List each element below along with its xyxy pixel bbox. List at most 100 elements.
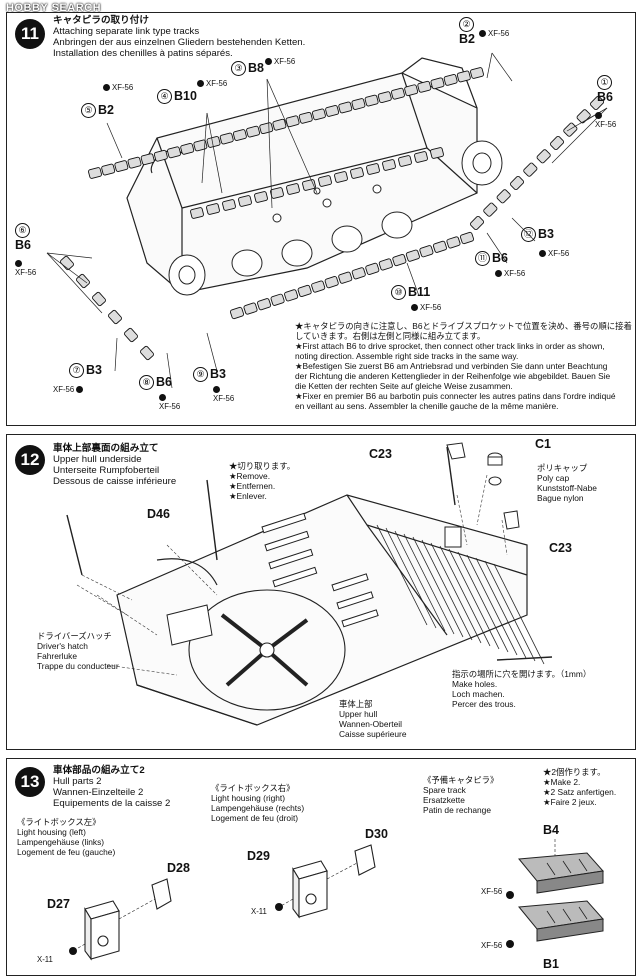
track-link [334,171,348,183]
grille-line [394,530,446,632]
step-13-title: 車体部品の組み立て2 Hull parts 2 Wannen-Einzeltei… [53,765,170,809]
step-11-number: 11 [15,19,45,49]
track-link [325,105,340,117]
track-link [92,291,106,307]
track-link [318,175,332,187]
track-link [443,74,458,86]
grille-line [421,539,473,641]
step-11-paint-12: XF-56 [539,249,569,258]
track-link [469,215,485,231]
track-link [124,327,138,343]
grille-line [484,560,536,662]
step-13-title-jp: 車体部品の組み立て2 [53,765,145,776]
track-link [470,67,484,79]
track-link [419,245,434,258]
track-link [351,98,366,110]
track-link [523,162,538,177]
track-link [364,94,379,107]
step-12-title-de: Unterseite Rumpfoberteil [53,465,160,476]
step-13-title-en: Hull parts 2 [53,776,102,787]
step-12-title-jp: 車体上部裏面の組み立て [53,443,159,454]
track-link [246,125,261,138]
track-link [127,156,142,169]
step-11-paint-8: XF-56 [159,393,180,411]
track-link [496,189,511,204]
grille-line [403,533,455,635]
track-link [483,202,498,217]
track-link [270,293,285,306]
track-link [430,77,445,90]
track-link [378,258,393,271]
track-link [430,147,444,159]
step-12-title: 車体上部裏面の組み立て Upper hull underside Unterse… [53,443,176,487]
step-11-panel: 11 キャタピラの取り付け Attaching separate link ty… [6,12,636,426]
track-link [140,153,155,166]
track-link [259,122,274,135]
step-11-paint-9: XF-56 [213,385,234,403]
track-link [391,87,405,100]
track-link [589,95,605,111]
step-13-title-de: Wannen-Einzelteile 2 [53,787,144,798]
track-link [338,271,353,284]
grille-line [457,551,509,653]
step-12-title-en: Upper hull underside [53,454,142,465]
step-12-title-fr: Dessous de caisse inférieure [53,476,177,487]
track-link [232,129,247,141]
track-link [88,167,102,179]
step-12-part-c1: C1 [535,437,551,451]
step-11-title-jp: キャタピラの取り付け [53,15,149,26]
grille-line [430,542,482,644]
step-13-title-fr: Equipements de la caisse 2 [53,798,171,809]
step-12-panel: 12 車体上部裏面の組み立て Upper hull underside Unte… [6,434,636,750]
track-link [351,267,366,280]
step-13-make-two-note: ★2個作ります。★Make 2. ★2 Satz anfertigen.★Fai… [543,767,617,807]
track-link [405,249,420,262]
track-link [206,136,221,148]
track-link [377,91,392,104]
watermark-logo: HOBBY SEARCH [6,2,102,14]
track-link [101,163,116,176]
step-13-number: 13 [15,767,45,797]
track-link [180,142,195,155]
track-link [398,155,412,167]
track-link [563,122,578,137]
track-link [338,101,353,114]
track-link [60,255,74,271]
track-link [382,159,396,171]
step-11-paint-10: XF-56 [411,303,441,312]
track-link [432,240,447,253]
track-link [311,280,326,293]
track-link [114,160,129,172]
step-13-part-d30: D30 [365,827,388,841]
track-link [206,203,220,215]
track-link [456,70,471,83]
track-link [414,151,428,163]
grille-line [475,557,527,659]
track-link [350,167,364,179]
track-link [257,298,272,311]
track-link [392,253,407,267]
track-link [229,306,245,320]
step-11-title-de: Anbringen der aus einzelnen Gliedern bes… [53,37,306,48]
track-link [459,231,475,245]
step-11-paint-7: XF-56 [53,385,85,394]
track-link [536,149,551,164]
track-link [243,302,258,315]
grille-line [385,527,437,629]
track-link [365,262,380,275]
step-11-paint-3: XF-56 [265,57,295,66]
track-link [509,175,525,191]
